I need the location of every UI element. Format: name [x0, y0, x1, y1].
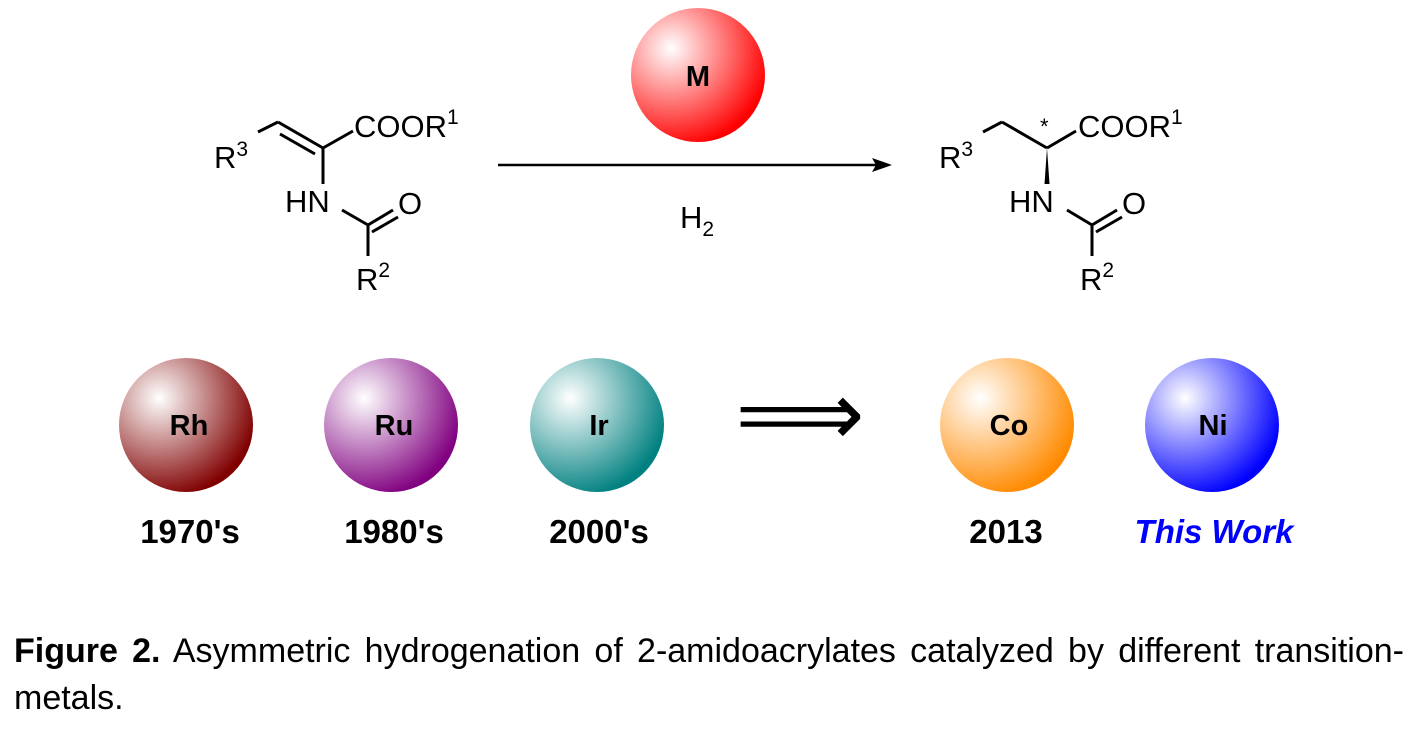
- stereocenter-asterisk: *: [1040, 114, 1049, 139]
- metal-symbol: Co: [990, 410, 1029, 442]
- substrate-hn: HN: [285, 184, 330, 219]
- metal-sphere: [1145, 358, 1279, 492]
- bond: [1046, 129, 1077, 150]
- product-r3: R3: [939, 138, 973, 175]
- caption-label: Figure 2.: [14, 632, 161, 670]
- metal-symbol: Ru: [375, 410, 414, 442]
- metal-sphere: [530, 358, 664, 492]
- caption-text: Asymmetric hydrogenation of 2-amidoacryl…: [14, 632, 1404, 717]
- carbonyl-bond: [367, 208, 394, 227]
- substrate-r3: R3: [214, 138, 248, 175]
- catalyst-sphere: [631, 8, 765, 142]
- wedge-bond: [1044, 148, 1050, 184]
- bond: [1066, 208, 1093, 227]
- metal-rh: Rh 1970's: [119, 358, 253, 550]
- metal-symbol: Rh: [170, 410, 209, 442]
- reaction-scheme: R3 COOR1 HN O R2 M H2 R3 * COOR1 HN O R2: [119, 8, 1296, 550]
- metal-era: 2013: [969, 513, 1042, 550]
- substrate-o: O: [398, 186, 422, 221]
- metal-symbol: Ir: [589, 410, 608, 442]
- reagent-h2: H2: [680, 200, 714, 241]
- bond: [341, 208, 369, 227]
- carbonyl-bond-inner: [371, 215, 399, 234]
- bond: [257, 120, 279, 134]
- bond: [982, 120, 1003, 134]
- metal-sphere: [324, 358, 458, 492]
- bond: [1001, 120, 1048, 150]
- bond: [322, 129, 354, 150]
- double-bond: [277, 120, 324, 150]
- figure-caption: Figure 2. Asymmetric hydrogenation of 2-…: [14, 628, 1404, 722]
- product-o: O: [1122, 186, 1146, 221]
- metal-ir: Ir 2000's: [530, 358, 664, 550]
- metal-era-this-work: This Work: [1135, 513, 1296, 550]
- metal-era: 1970's: [140, 513, 240, 550]
- carbonyl-bond: [1091, 208, 1118, 227]
- double-bond-inner: [279, 132, 316, 156]
- metal-ni: Ni This Work: [1135, 358, 1296, 550]
- implies-arrow-icon: ⟹: [735, 362, 864, 467]
- arrow-head-icon: [872, 158, 892, 172]
- substrate-coor1: COOR1: [354, 106, 459, 144]
- metal-sphere: [940, 358, 1074, 492]
- metal-sphere: [119, 358, 253, 492]
- carbonyl-bond-inner: [1095, 215, 1123, 234]
- substrate-structure: R3 COOR1 HN O R2: [214, 106, 459, 297]
- product-coor1: COOR1: [1078, 106, 1183, 144]
- product-structure: R3 * COOR1 HN O R2: [939, 106, 1183, 297]
- metal-co: Co 2013: [940, 358, 1074, 550]
- catalyst-label: M: [686, 61, 710, 93]
- metal-ru: Ru 1980's: [324, 358, 458, 550]
- metal-era: 1980's: [344, 513, 444, 550]
- product-r2: R2: [1080, 259, 1114, 297]
- metal-era: 2000's: [549, 513, 649, 550]
- metal-symbol: Ni: [1199, 410, 1228, 442]
- substrate-r2: R2: [356, 259, 390, 297]
- product-hn: HN: [1009, 184, 1054, 219]
